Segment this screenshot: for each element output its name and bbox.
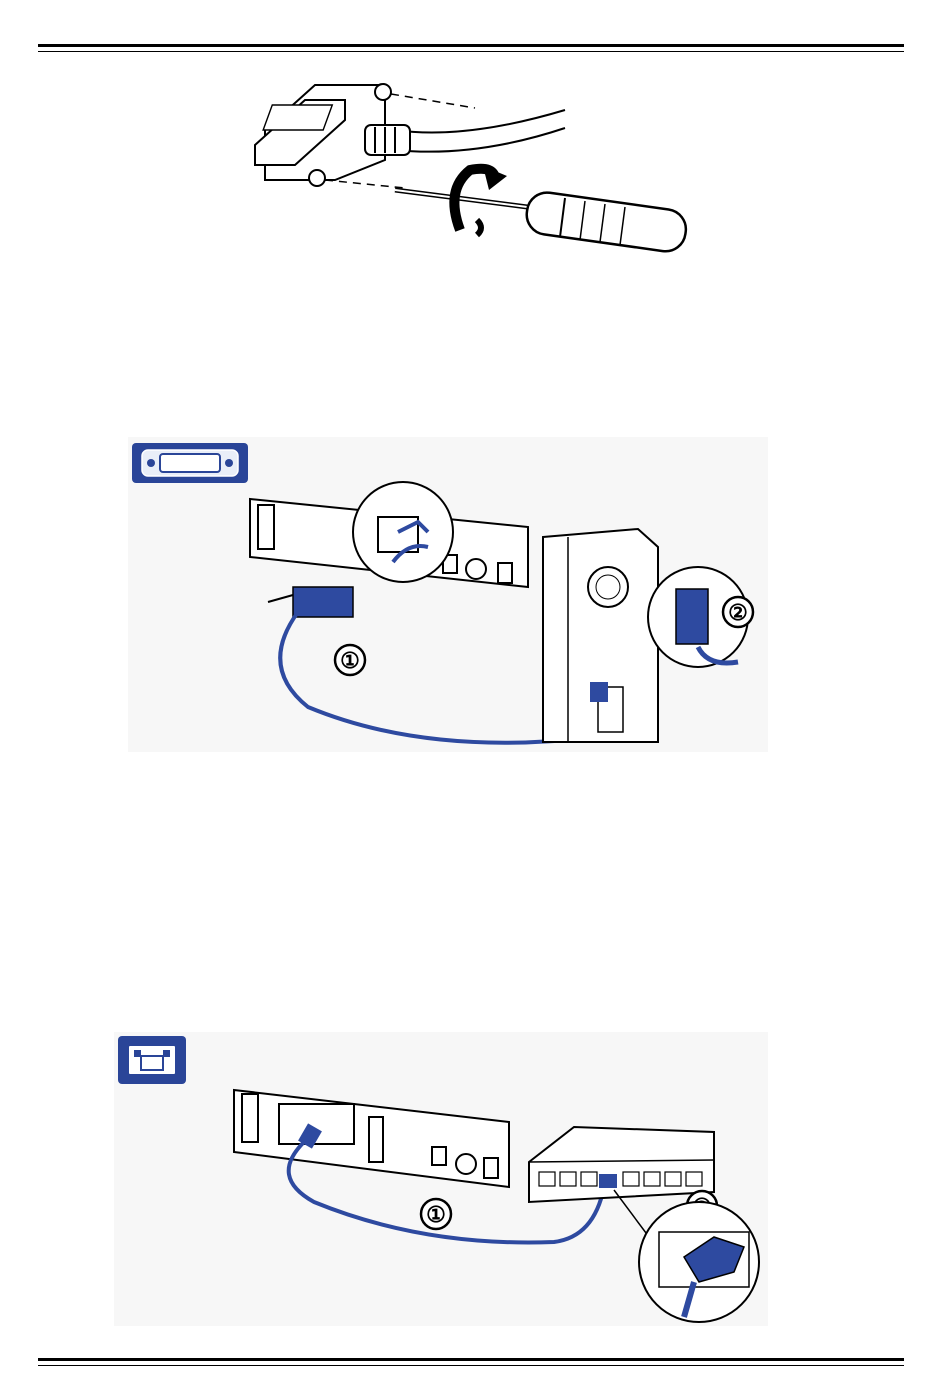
ethernet-port-icon <box>118 1036 186 1084</box>
header-rule <box>38 44 904 52</box>
step-1-label-ethernet: ① <box>426 1202 446 1227</box>
ethernet-connection-illustration: ① ② <box>114 1032 768 1326</box>
serial-connection-illustration: ① ② <box>128 437 768 752</box>
screwdriver-illustration <box>245 70 715 270</box>
figure-serial-connection: ① ② <box>128 437 768 752</box>
step-2-marker: ② <box>723 597 753 627</box>
serial-port-icon <box>132 443 248 483</box>
step-2-label: ② <box>728 600 748 625</box>
footer-rule <box>38 1358 904 1366</box>
step-1-marker: ① <box>335 645 365 675</box>
step-1-marker-ethernet: ① <box>421 1199 451 1229</box>
figure-ethernet-connection: ① ② <box>114 1032 768 1326</box>
figure-screwdriver <box>245 70 715 270</box>
step-1-label: ① <box>340 648 360 673</box>
